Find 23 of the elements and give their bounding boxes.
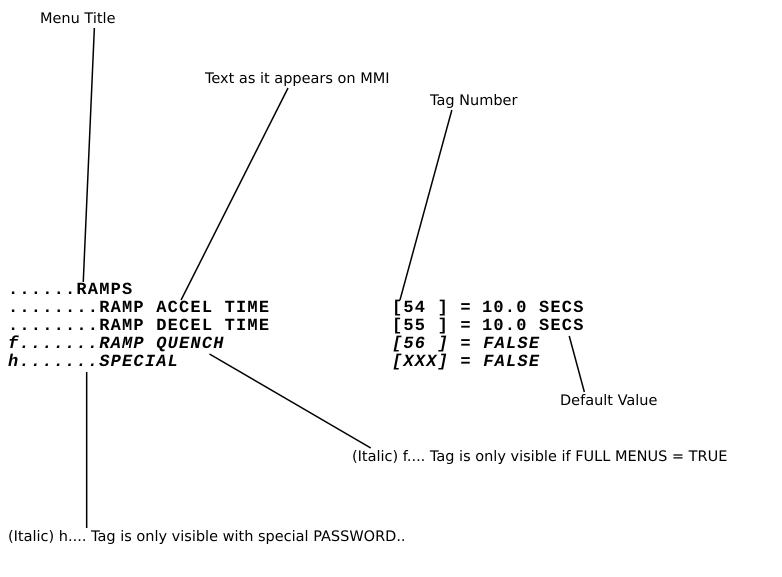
- default-value-text: 10.0 SECS: [482, 318, 585, 336]
- callout-text: Text as it appears on MMI: [205, 70, 390, 88]
- menu-item-text: f.......RAMP QUENCH: [8, 336, 225, 354]
- menu-title-text: ......RAMPS: [8, 282, 134, 300]
- tag-number-text: [54 ] =: [392, 300, 472, 318]
- leader-line: [209, 353, 372, 449]
- callout-text: Tag Number: [430, 92, 518, 110]
- leader-line: [82, 28, 96, 282]
- tag-value-text: [XXX] = FALSE: [392, 354, 540, 372]
- default-value-text: 10.0 SECS: [482, 300, 585, 318]
- tag-number-text: [55 ] =: [392, 318, 472, 336]
- menu-item-text: ........RAMP ACCEL TIME: [8, 300, 270, 318]
- menu-item-text: h.......SPECIAL: [8, 354, 180, 372]
- callout-text: Default Value: [560, 392, 658, 410]
- leader-line: [568, 336, 586, 392]
- leader-line: [399, 110, 453, 300]
- callout-text: Menu Title: [40, 10, 116, 28]
- tag-value-text: [56 ] = FALSE: [392, 336, 540, 354]
- leader-line: [180, 88, 289, 300]
- note-text: (Italic) h.... Tag is only visible with special PASSWORD..: [8, 528, 406, 546]
- note-text: (Italic) f.... Tag is only visible if FULL MENUS = TRUE: [352, 448, 728, 466]
- menu-item-text: ........RAMP DECEL TIME: [8, 318, 270, 336]
- leader-line: [86, 372, 88, 528]
